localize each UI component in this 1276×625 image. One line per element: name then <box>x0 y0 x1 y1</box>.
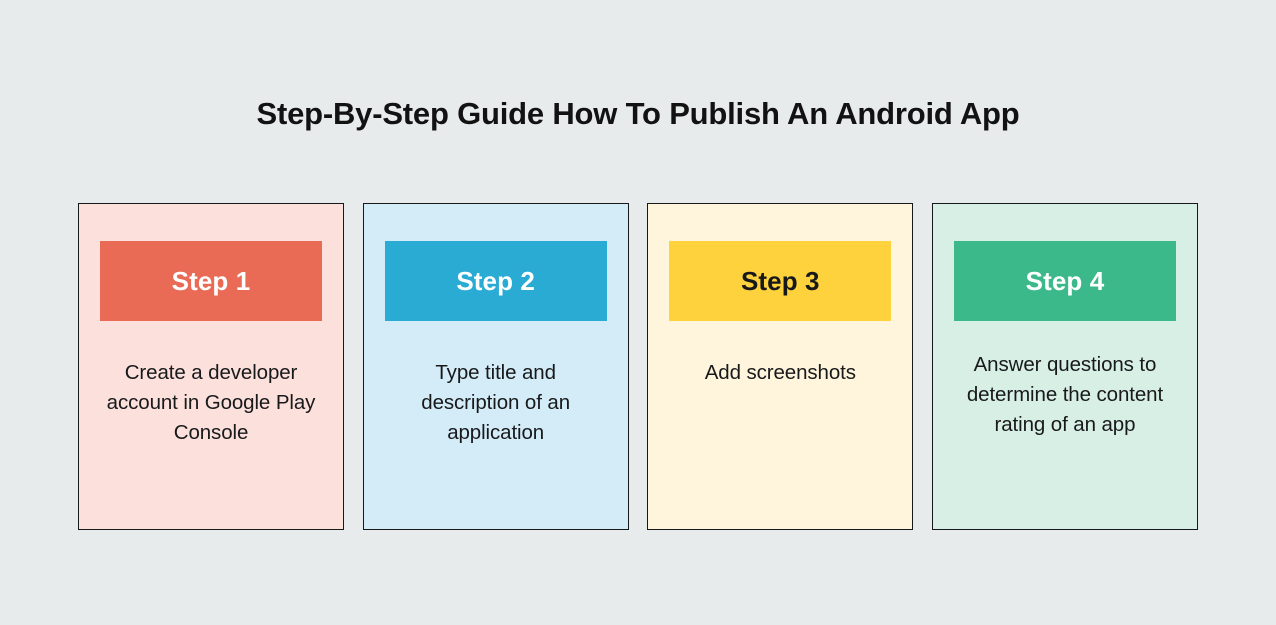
step-badge-4: Step 4 <box>953 241 1176 321</box>
step-body-1: Create a developer account in Google Pla… <box>106 361 316 444</box>
step-badge-3: Step 3 <box>669 241 892 321</box>
step-badge-label-3: Step 3 <box>740 265 820 296</box>
step-badge-label-2: Step 2 <box>456 265 535 296</box>
step-body-2: Type title and description of an applica… <box>421 361 571 444</box>
step-badge-1: Step 1 <box>100 241 322 321</box>
step-card-4: Step 4 Answer questions to determine the… <box>931 203 1198 530</box>
step-card-3: Step 3 Add screenshots <box>647 203 914 530</box>
step-body-4: Answer questions to determine the conten… <box>966 353 1164 436</box>
step-card-2: Step 2 Type title and description of an … <box>362 203 629 530</box>
step-badge-label-4: Step 4 <box>1025 265 1105 296</box>
step-body-3: Add screenshots <box>704 361 856 384</box>
page-title: Step-By-Step Guide How To Publish An And… <box>256 96 1020 131</box>
step-badge-label-1: Step 1 <box>171 265 251 296</box>
step-badge-2: Step 2 <box>384 241 607 321</box>
step-card-list: Step 1 Create a developer account in Goo… <box>78 203 1198 530</box>
step-card-1: Step 1 Create a developer account in Goo… <box>78 203 344 530</box>
